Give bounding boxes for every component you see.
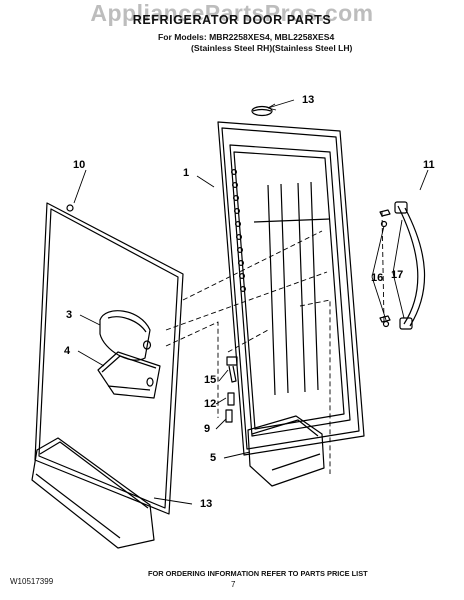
part-16-17-screws — [379, 209, 391, 328]
callout-9: 11 — [423, 159, 435, 171]
models-line: For Models: MBR2258XES4, MBL2258XES4 — [158, 32, 335, 42]
part-13-bottom-shelf — [31, 437, 155, 549]
variants-line: (Stainless Steel RH)(Stainless Steel LH) — [191, 43, 353, 53]
part-9-handle — [394, 201, 426, 330]
part-15-11-10-cam-hardware — [225, 356, 238, 423]
doc-number: W10517399 — [10, 577, 54, 586]
callout-12: 13 — [302, 94, 314, 106]
part-3-cover — [99, 310, 152, 361]
ordering-note: FOR ORDERING INFORMATION REFER TO PARTS … — [148, 569, 368, 578]
part-5-door-bin — [247, 415, 325, 487]
leader-lines — [73, 99, 429, 505]
callout-8: 10 — [73, 159, 85, 171]
door-rivet-column — [231, 169, 247, 293]
part-8-door-gasket — [34, 202, 184, 515]
callout-1: 1 — [183, 167, 189, 179]
callout-11: 12 — [204, 398, 216, 410]
callout-13: 13 — [200, 498, 212, 510]
watermark: AppliancePartsPros.com — [90, 0, 374, 26]
callout-5: 5 — [210, 452, 216, 464]
part-4-bin — [97, 351, 161, 399]
callout-10: 9 — [204, 423, 210, 435]
callout-3: 3 — [66, 309, 72, 321]
callout-17: 17 — [391, 269, 403, 281]
callout-15: 15 — [204, 374, 216, 386]
part-12-top-cap — [251, 105, 273, 117]
page-number: 7 — [231, 580, 236, 589]
callout-4: 4 — [64, 345, 71, 357]
dashed-reference-lines — [165, 211, 385, 474]
page-title: REFRIGERATOR DOOR PARTS — [132, 13, 332, 27]
part-1-door-liner — [217, 121, 365, 456]
callout-16: 16 — [371, 272, 383, 284]
